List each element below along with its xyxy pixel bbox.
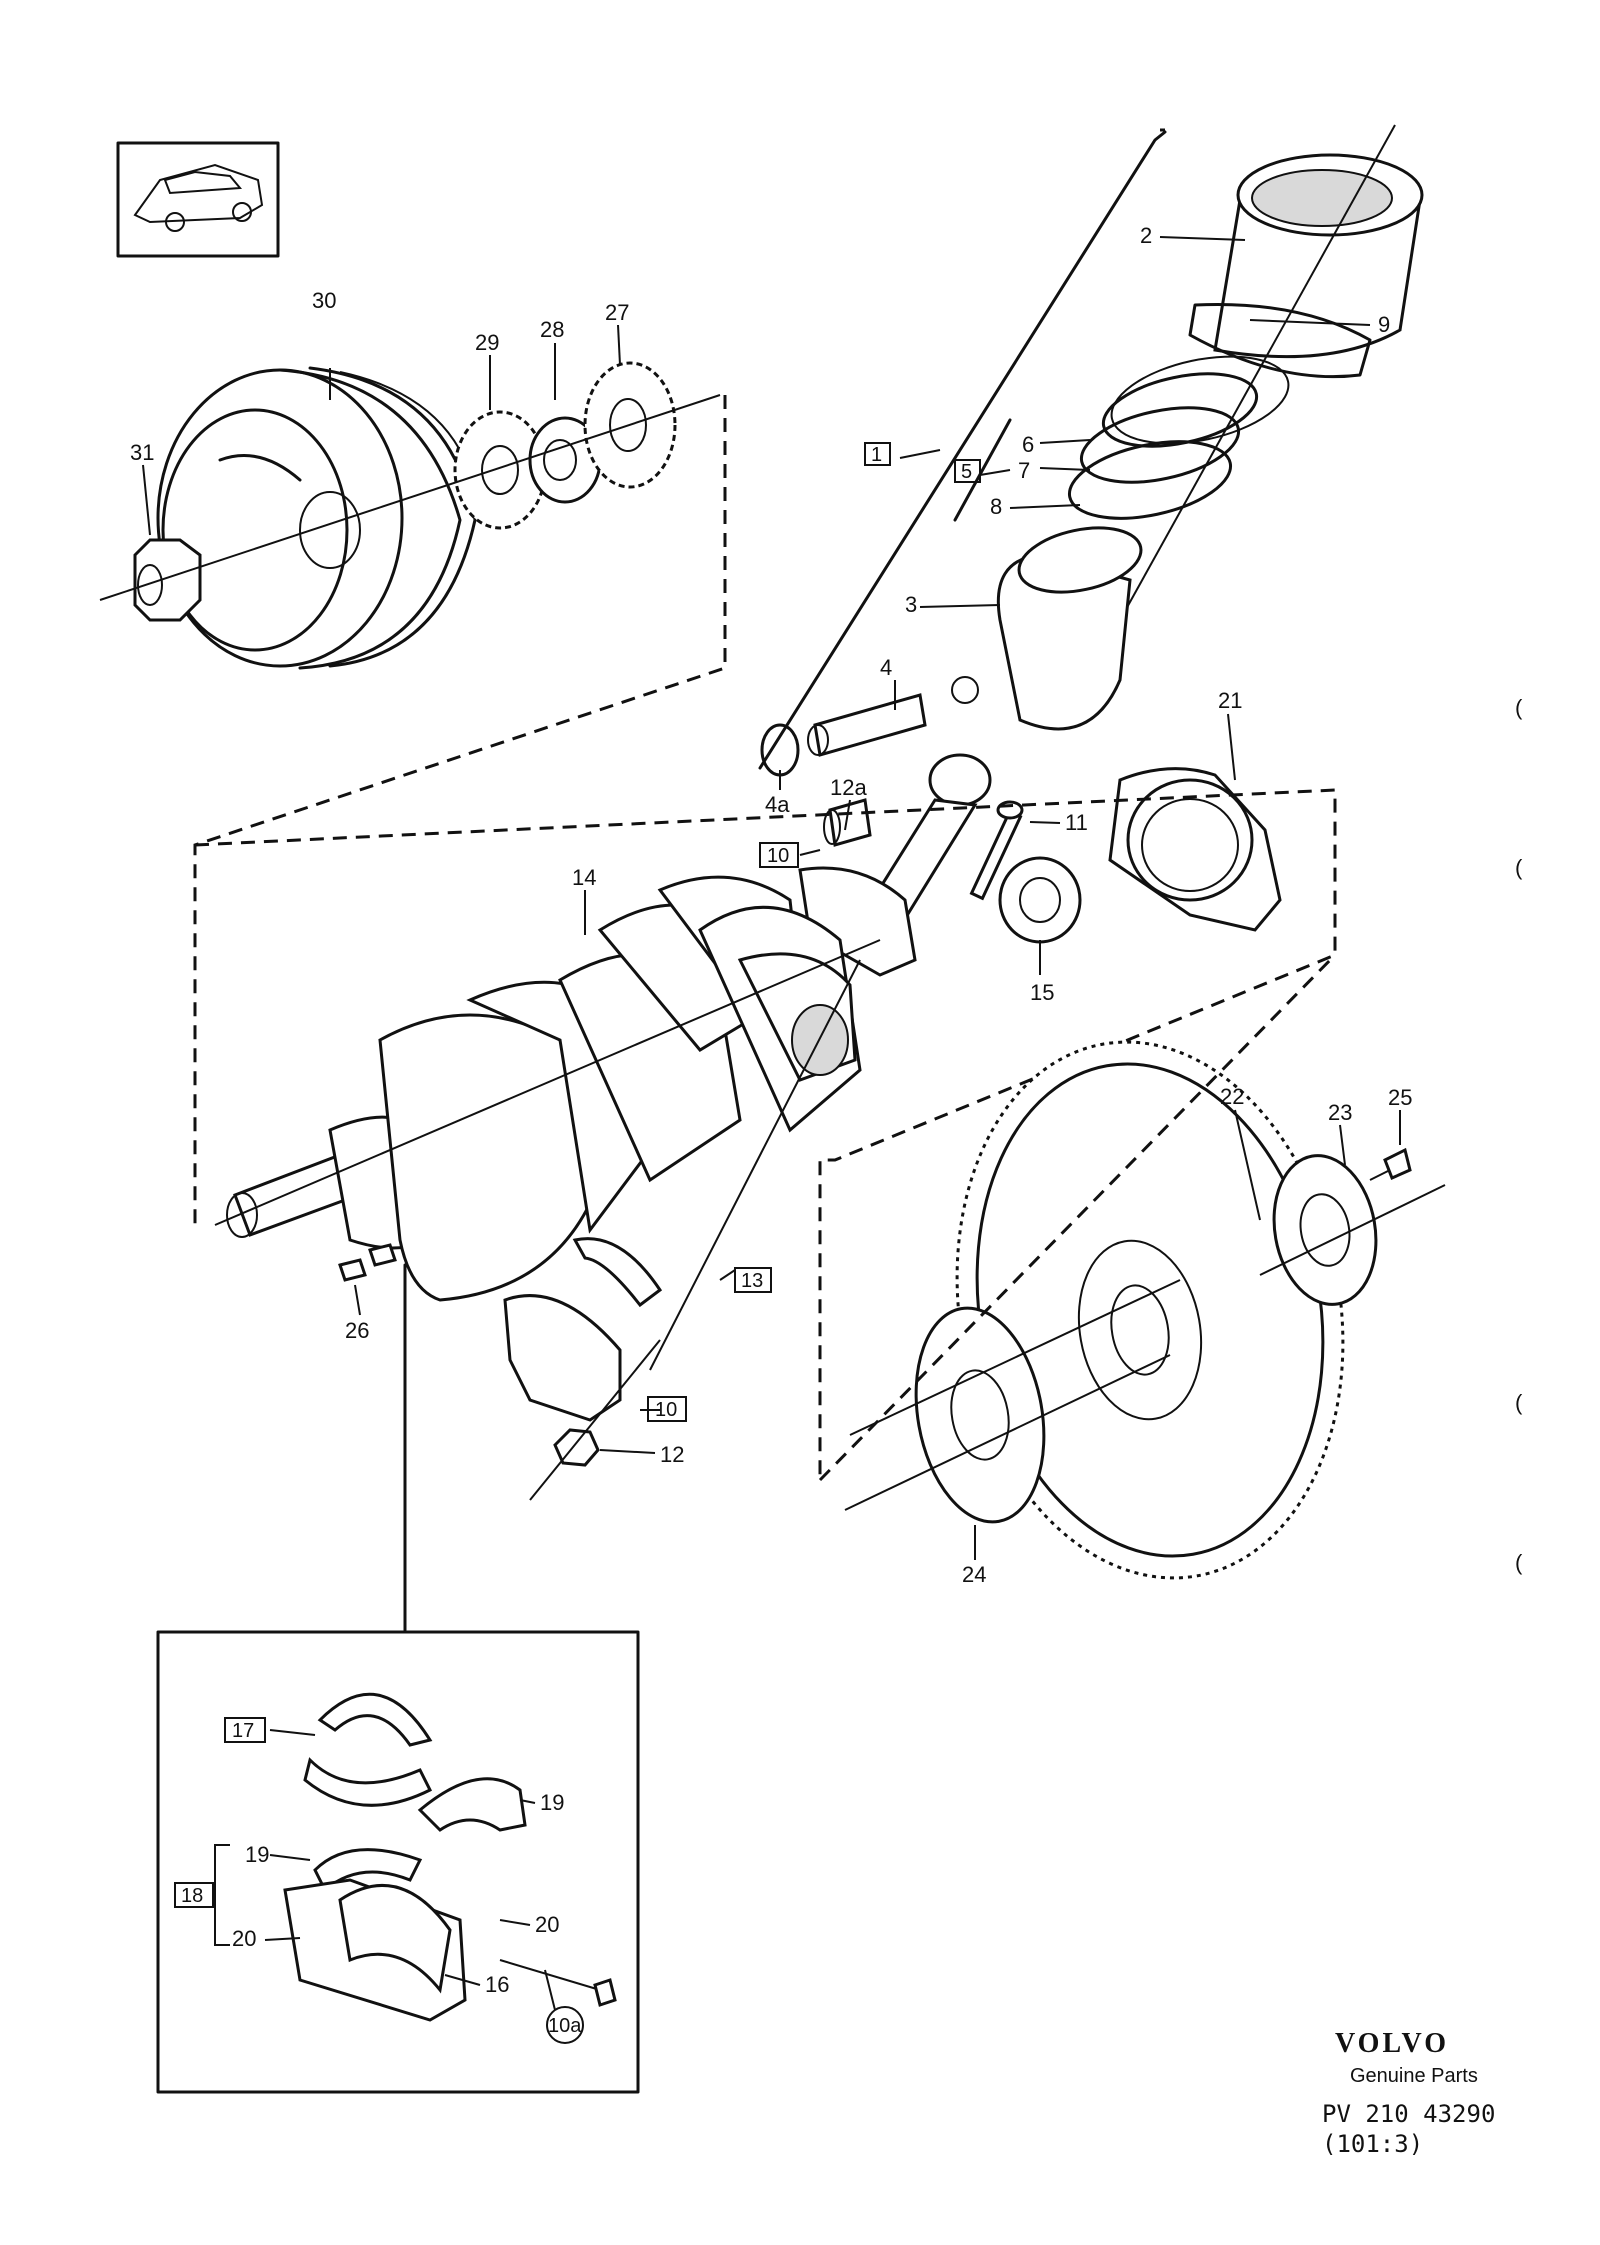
nut-31: [133, 538, 202, 622]
svg-text:1: 1: [871, 444, 882, 466]
label-8: 8: [990, 494, 1002, 519]
svg-text:13: 13: [741, 1270, 763, 1292]
label-4a: 4a: [765, 792, 790, 817]
bush-12a: [823, 798, 872, 847]
label-12: 12: [660, 1442, 684, 1467]
label-16: 16: [485, 1972, 509, 1997]
big-end-shell: [572, 1237, 663, 1308]
label-3: 3: [905, 592, 917, 617]
edge-mark-2: (: [1515, 855, 1523, 880]
label-20-left: 20: [232, 1926, 256, 1951]
svg-text:10: 10: [767, 845, 789, 867]
svg-text:10a: 10a: [548, 2015, 582, 2037]
boxed-label-10-upper: 10: [759, 842, 799, 868]
label-19-lower: 19: [245, 1842, 269, 1867]
label-9: 9: [1378, 312, 1390, 337]
boxed-label-13: 13: [734, 1267, 772, 1293]
boxed-label-1: 1: [864, 442, 891, 466]
label-2: 2: [1140, 223, 1152, 248]
label-14: 14: [572, 865, 596, 890]
label-31: 31: [130, 440, 154, 465]
inset-main-bearing-box: [156, 1630, 640, 2094]
label-21: 21: [1218, 688, 1242, 713]
boxed-label-10-lower: 10: [647, 1396, 687, 1422]
plate-24: [914, 1306, 1046, 1524]
label-19-upper: 19: [540, 1790, 564, 1815]
brand-logo: VOLVO: [1335, 2028, 1449, 2059]
cylinder-liner-2: [1188, 153, 1424, 379]
label-24: 24: [962, 1562, 986, 1587]
crankshaft-14: [226, 875, 862, 1302]
hub-23: [1272, 1154, 1378, 1306]
connecting-rod: [798, 753, 992, 977]
label-30: 30: [312, 288, 336, 313]
bearing-15: [998, 856, 1082, 944]
edge-mark-3: (: [1515, 1390, 1523, 1415]
gear-29: [453, 410, 547, 530]
rear-seal-housing-21: [1108, 767, 1282, 932]
reference-subcode: (101:3): [1322, 2130, 1423, 2158]
bolt-25: [1369, 1147, 1412, 1181]
label-20-right: 20: [535, 1912, 559, 1937]
svg-text:10: 10: [655, 1399, 677, 1421]
edge-mark-4: (: [1515, 1550, 1523, 1575]
gudgeon-pin-4: [807, 693, 927, 757]
woodruff-keys-26: [338, 1243, 397, 1282]
big-end-cap: [503, 1294, 622, 1422]
label-12a: 12a: [830, 775, 867, 800]
edge-mark-1: (: [1515, 695, 1523, 720]
piston-3: [951, 526, 1143, 731]
label-29: 29: [475, 330, 499, 355]
boxed-label-17: 17: [224, 1717, 266, 1743]
label-22: 22: [1220, 1084, 1244, 1109]
svg-text:18: 18: [181, 1885, 203, 1907]
label-27: 27: [605, 300, 629, 325]
label-25: 25: [1388, 1085, 1412, 1110]
label-26: 26: [345, 1318, 369, 1343]
boxed-label-18: 18: [174, 1882, 214, 1908]
main-bearing-cap-16: [283, 1878, 617, 2022]
boxed-label-5: 5: [954, 459, 981, 483]
label-6: 6: [1022, 432, 1034, 457]
label-28: 28: [540, 317, 564, 342]
circled-label-10a: 10a: [546, 2006, 584, 2044]
crank-pulley-30: [156, 366, 481, 670]
reference-number: PV 210 43290: [1322, 2100, 1495, 2128]
svg-text:17: 17: [232, 1720, 254, 1742]
label-15: 15: [1030, 980, 1054, 1005]
label-7: 7: [1018, 458, 1030, 483]
brand-tagline: Genuine Parts: [1350, 2065, 1478, 2087]
circlip-4a: [760, 723, 800, 777]
svg-text:5: 5: [961, 461, 972, 483]
vehicle-thumbnail: [116, 141, 280, 258]
thrust-washer-19: [313, 1777, 527, 1893]
label-11: 11: [1065, 810, 1088, 835]
main-bearing-shells-17: [303, 1692, 433, 1807]
label-23: 23: [1328, 1100, 1352, 1125]
piston-rings: [1067, 355, 1290, 520]
label-4: 4: [880, 655, 892, 680]
